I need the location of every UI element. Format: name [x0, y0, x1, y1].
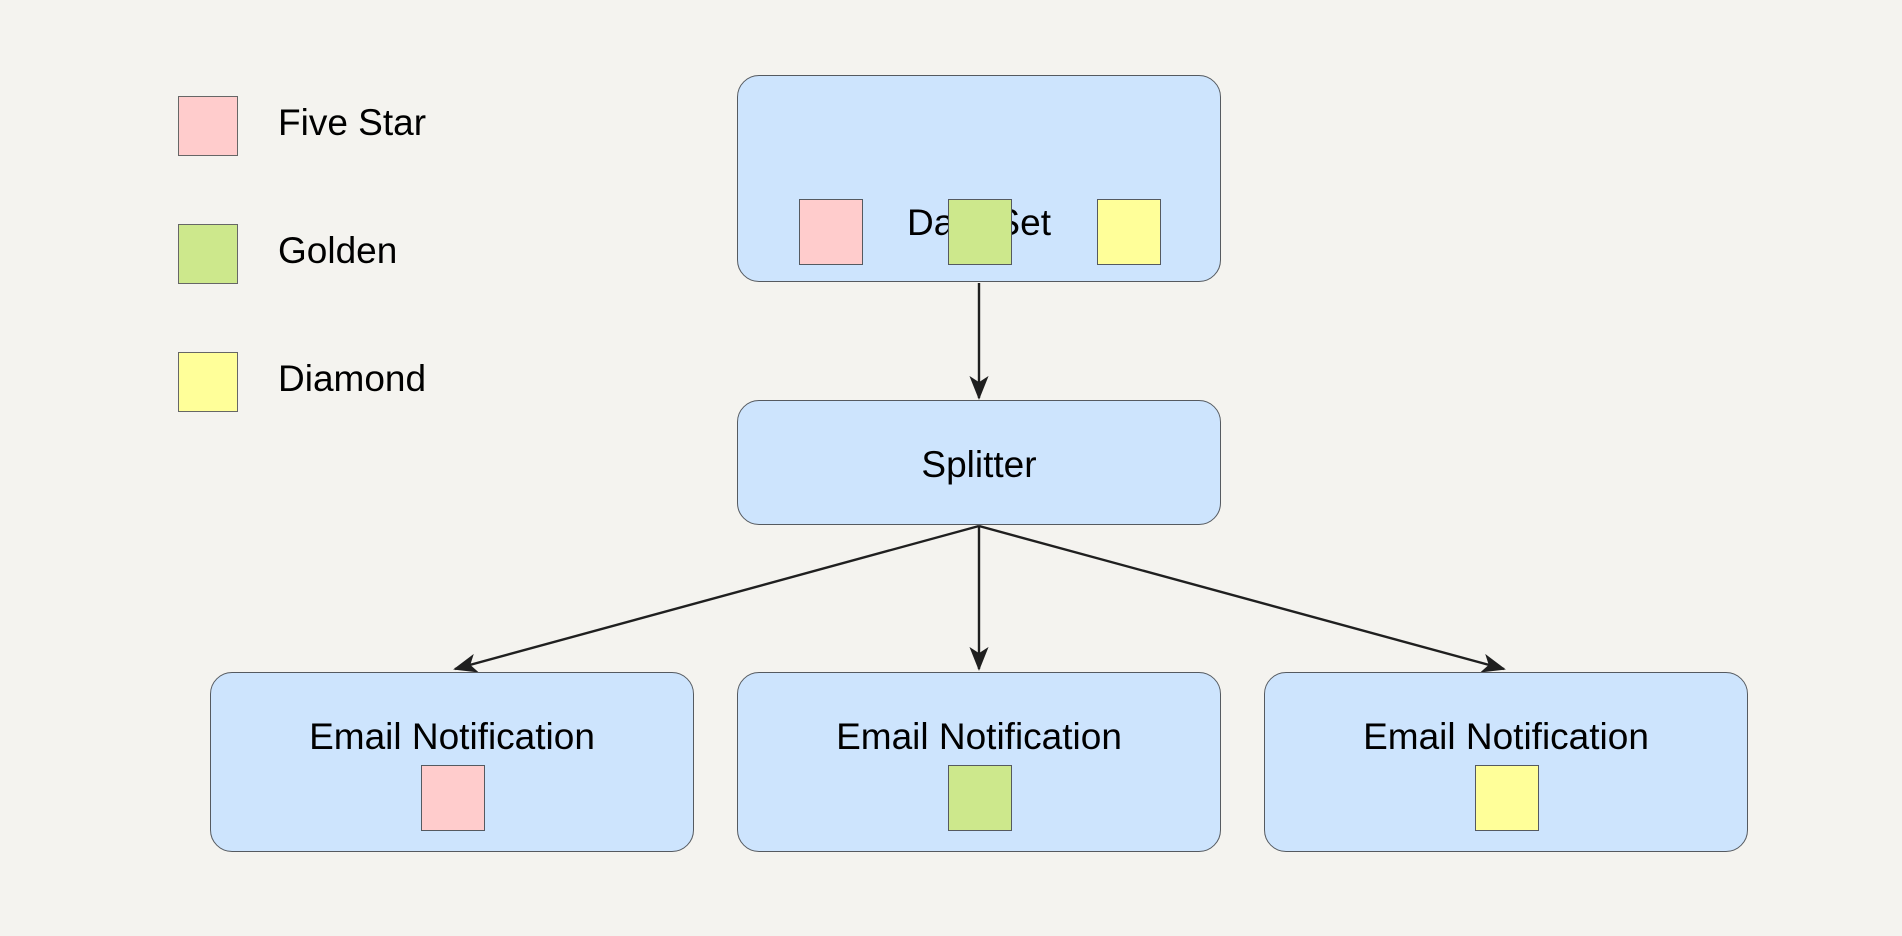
node-data-set[interactable]: Data Set — [737, 75, 1221, 282]
node-data-set-swatch-golden — [948, 199, 1012, 265]
node-email-notification-title: Email Notification — [1363, 716, 1649, 757]
edge-splitter-to-email-1 — [453, 524, 980, 673]
node-email-notification-swatch-diamond — [1475, 765, 1539, 831]
node-splitter-title: Splitter — [921, 444, 1037, 485]
legend-label-golden: Golden — [278, 230, 398, 271]
node-email-notification-diamond[interactable]: Email Notification — [1264, 672, 1748, 852]
node-email-notification-golden[interactable]: Email Notification — [737, 672, 1221, 852]
legend-label-diamond: Diamond — [278, 358, 427, 399]
node-email-notification-swatch-golden — [948, 765, 1012, 831]
node-email-notification-five-star[interactable]: Email Notification — [210, 672, 694, 852]
node-splitter[interactable]: Splitter — [737, 400, 1221, 525]
node-data-set-swatch-diamond — [1097, 199, 1161, 265]
legend-swatch-golden — [178, 224, 238, 284]
legend-swatch-diamond — [178, 352, 238, 412]
node-email-notification-title: Email Notification — [836, 716, 1122, 757]
node-email-notification-swatch-five-star — [421, 765, 485, 831]
legend-label-five-star: Five Star — [278, 102, 427, 143]
legend-swatch-five-star — [178, 96, 238, 156]
node-email-notification-title: Email Notification — [309, 716, 595, 757]
edge-splitter-to-email-3 — [978, 524, 1506, 673]
node-data-set-swatch-five-star — [799, 199, 863, 265]
